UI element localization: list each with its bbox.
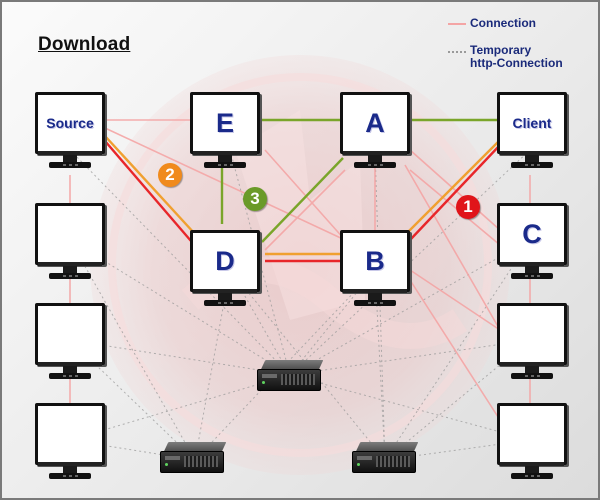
step-badge-2: 2 [158, 163, 182, 187]
monitor-peer-left-2 [35, 303, 105, 385]
monitor-e: E [190, 92, 260, 174]
monitor-b: B [340, 230, 410, 312]
legend-temporary-http-swatch [448, 51, 466, 53]
monitor-a: A [340, 92, 410, 174]
page-title: Download [38, 34, 131, 55]
node-label-d: D [215, 245, 235, 276]
monitor-icon [497, 303, 567, 365]
monitor-icon [35, 92, 105, 154]
monitor-icon [190, 92, 260, 154]
monitor-icon [35, 303, 105, 365]
server-icon [257, 360, 324, 392]
monitor-client: Client [497, 92, 567, 174]
monitor-peer-left-1 [35, 203, 105, 285]
node-label-b: B [365, 245, 385, 276]
monitor-icon [35, 203, 105, 265]
monitor-source: Source [35, 92, 105, 174]
monitor-peer-left-3 [35, 403, 105, 485]
node-label-a: A [365, 107, 385, 138]
monitor-icon [497, 203, 567, 265]
server-icon [160, 442, 227, 474]
node-label-e: E [215, 107, 234, 138]
step-badge-3: 3 [243, 187, 267, 211]
node-label-client: Client [512, 115, 552, 131]
monitor-icon [340, 230, 410, 292]
server-icon [352, 442, 419, 474]
node-label-source: Source [46, 115, 94, 131]
monitor-icon [35, 403, 105, 465]
node-label-c: C [522, 218, 542, 249]
monitor-peer-right-3 [497, 403, 567, 485]
legend-temporary-http: Temporary http-Connection [470, 44, 563, 70]
monitor-c: C [497, 203, 567, 285]
monitor-peer-right-2 [497, 303, 567, 385]
monitor-icon [497, 403, 567, 465]
legend-connection-swatch [448, 23, 466, 25]
legend-connection: Connection [470, 16, 536, 30]
step-badge-1: 1 [456, 195, 480, 219]
legend-temporary-http-text: Temporary http-Connection [470, 43, 563, 70]
monitor-d: D [190, 230, 260, 312]
